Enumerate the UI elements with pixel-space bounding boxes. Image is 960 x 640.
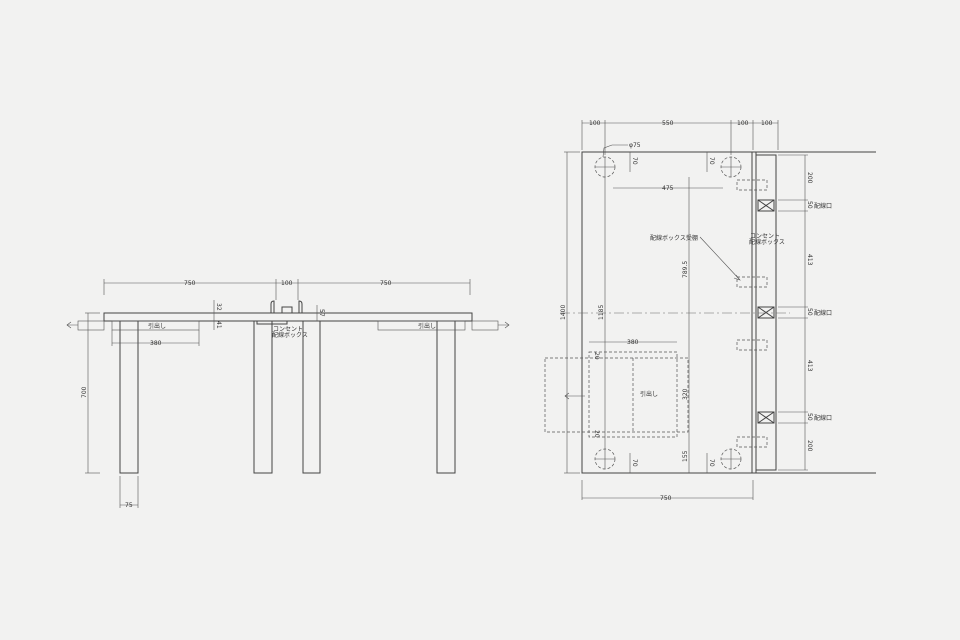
- dim-70: 70: [708, 157, 715, 165]
- dim-20: 20: [593, 430, 600, 438]
- drawer-right: [377, 320, 466, 331]
- wiring-port-label: 配線口: [814, 414, 832, 422]
- drawer-label: 引出し: [640, 390, 658, 398]
- dim-41: 41: [215, 321, 222, 329]
- plan-view: 100 550 100 100 φ75 70 70 70 70 475 789.…: [544, 120, 876, 502]
- dim-70: 70: [631, 459, 638, 467]
- outlet-label-2: 配線ボックス: [272, 331, 308, 339]
- dim-top-550: 550: [662, 120, 674, 127]
- wiring-port-x-boxes: [757, 199, 775, 424]
- dim-top-100: 100: [737, 120, 749, 127]
- drawer-label-left: 引出し: [148, 322, 166, 330]
- dim-75: 75: [125, 502, 133, 509]
- dim-320: 320: [682, 388, 689, 400]
- dim-475: 475: [662, 185, 674, 192]
- outlet-label: コンセント: [273, 326, 303, 333]
- wiring-port-label: 配線口: [814, 202, 832, 210]
- dim-1400: 1400: [560, 305, 567, 320]
- leg: [119, 320, 139, 474]
- front-elevation-view: 750 100 750 コンセント 配線ボックス 引出し 引出し 380 32 …: [66, 279, 510, 509]
- dim-50: 50: [806, 413, 813, 421]
- dim-789-5: 789.5: [682, 261, 689, 278]
- dim-750: 750: [660, 495, 672, 502]
- dim-1185: 1185: [598, 305, 605, 320]
- dim-100: 100: [281, 280, 293, 287]
- dim-700: 700: [81, 386, 88, 398]
- drawer-plan: [588, 351, 678, 438]
- dim-155: 155: [682, 450, 689, 462]
- outlet-channel: [755, 154, 777, 471]
- dim-top-100: 100: [761, 120, 773, 127]
- drawer-left: [111, 320, 200, 331]
- dim-32: 32: [215, 303, 222, 311]
- dim-750-right: 750: [380, 280, 392, 287]
- tabletop: [103, 312, 473, 322]
- outlet-label: コンセント: [750, 233, 780, 240]
- dim-413: 413: [806, 360, 813, 372]
- leg: [436, 320, 456, 474]
- dim-750-left: 750: [184, 280, 196, 287]
- tabletop-plan: [581, 151, 753, 474]
- dim-phi75: φ75: [629, 142, 641, 149]
- dim-380: 380: [150, 340, 162, 347]
- leg: [253, 320, 273, 474]
- outlet-label-2: 配線ボックス: [749, 238, 785, 246]
- wiring-port-label: 配線口: [814, 309, 832, 317]
- dim-50: 50: [806, 201, 813, 209]
- dim-200: 200: [806, 440, 813, 452]
- dim-20: 20: [593, 352, 600, 360]
- drawer-label-right: 引出し: [418, 322, 436, 330]
- center-channel: [270, 300, 303, 313]
- dim-70: 70: [631, 157, 638, 165]
- dim-70: 70: [708, 459, 715, 467]
- leg: [302, 320, 321, 474]
- dim-top-100: 100: [589, 120, 601, 127]
- shelf-label: 配線ボックス受棚: [650, 234, 698, 242]
- dim-200: 200: [806, 172, 813, 184]
- dim-50: 50: [806, 308, 813, 316]
- dim-413: 413: [806, 254, 813, 266]
- dim-57: 57: [318, 309, 325, 317]
- dim-380: 380: [627, 339, 639, 346]
